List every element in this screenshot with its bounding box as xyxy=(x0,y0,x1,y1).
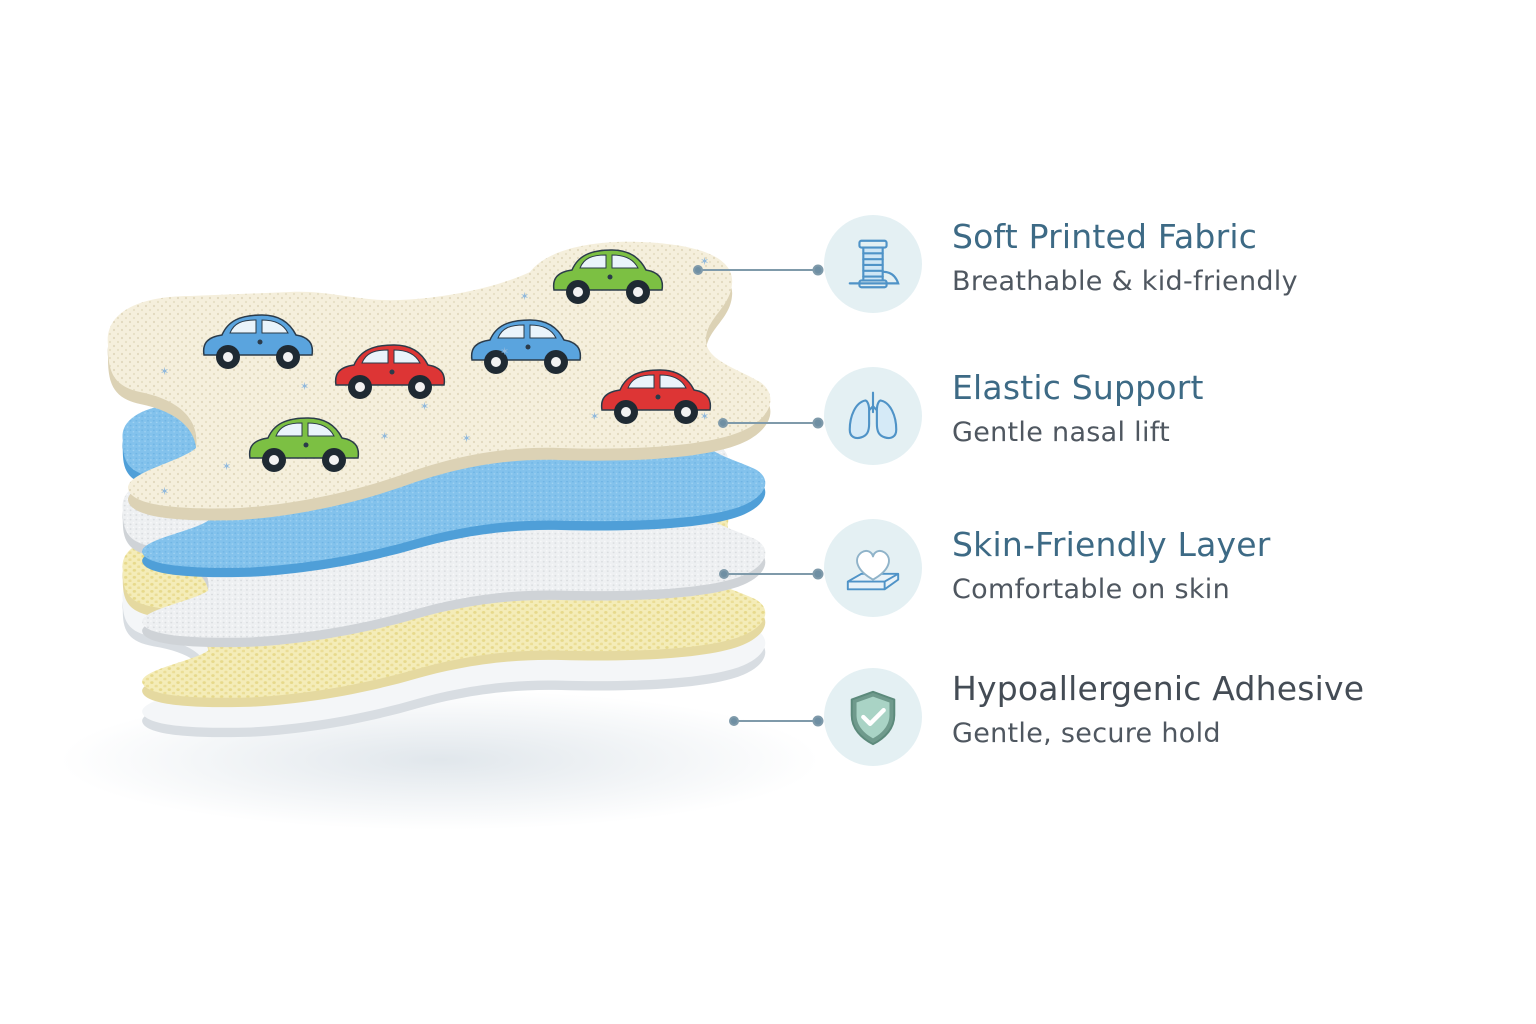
fabric-star-9: ✶ xyxy=(380,430,389,443)
feature-title-fabric: Soft Printed Fabric xyxy=(952,217,1258,256)
feature-icon-fabric xyxy=(824,215,922,313)
feature-adhesive: Hypoallergenic Adhesive Gentle, secure h… xyxy=(952,669,1512,751)
car-blue-1 xyxy=(202,314,314,369)
car-green-4 xyxy=(248,417,360,472)
connector-lines xyxy=(693,264,824,727)
layer-stack: ✶ ✶ ✶ ✶ ✶ ✶ ✶ ✶ ✶ ✶ ✶ ✶ xyxy=(107,241,771,738)
connector-dot-adhesive-end xyxy=(812,715,824,727)
connector-dot-skin-end xyxy=(812,568,824,580)
fabric-star-8: ✶ xyxy=(222,460,231,473)
fabric-star-2: ✶ xyxy=(300,380,309,393)
heart-cushion-icon xyxy=(846,549,900,591)
feature-subtitle-fabric: Breathable & kid-friendly xyxy=(952,266,1298,297)
fabric-star-10: ✶ xyxy=(590,410,599,423)
connector-dot-elastic-end xyxy=(812,417,824,429)
connector-dot-fabric-end xyxy=(812,264,824,276)
feature-subtitle-skin: Comfortable on skin xyxy=(952,574,1230,605)
fabric-star-3: ✶ xyxy=(420,400,429,413)
connector-dot-fabric-start xyxy=(693,265,703,275)
thread-spool-icon xyxy=(848,239,900,289)
feature-title-elastic: Elastic Support xyxy=(952,368,1204,407)
fabric-star-11: ✶ xyxy=(160,485,169,498)
feature-skin: Skin-Friendly Layer Comfortable on skin xyxy=(952,525,1512,607)
car-red-2 xyxy=(334,344,446,399)
shield-check-icon xyxy=(850,690,896,746)
car-green-5 xyxy=(552,249,664,304)
feature-icon-elastic xyxy=(824,367,922,465)
feature-icon-skin xyxy=(824,519,922,617)
fabric-star-7: ✶ xyxy=(462,432,471,445)
feature-subtitle-adhesive: Gentle, secure hold xyxy=(952,718,1221,749)
feature-icon-adhesive xyxy=(824,668,922,766)
car-blue-3 xyxy=(470,319,582,374)
fabric-star-1: ✶ xyxy=(160,365,169,378)
fabric-star-4: ✶ xyxy=(520,290,529,303)
car-red-6 xyxy=(600,369,712,424)
fabric-star-12: ✶ xyxy=(700,410,709,423)
connector-dot-skin-start xyxy=(719,569,729,579)
feature-title-adhesive: Hypoallergenic Adhesive xyxy=(952,669,1365,708)
layer-fabric: ✶ ✶ ✶ ✶ ✶ ✶ ✶ ✶ ✶ ✶ ✶ ✶ xyxy=(107,241,771,521)
feature-subtitle-elastic: Gentle nasal lift xyxy=(952,417,1171,448)
feature-elastic: Elastic Support Gentle nasal lift xyxy=(952,368,1512,450)
connector-dot-elastic-start xyxy=(718,418,728,428)
fabric-star-6: ✶ xyxy=(700,255,709,268)
lungs-icon xyxy=(848,391,898,440)
connector-dot-adhesive-start xyxy=(729,716,739,726)
feature-title-skin: Skin-Friendly Layer xyxy=(952,525,1271,564)
fabric-star-5: ✶ xyxy=(500,345,509,358)
feature-fabric: Soft Printed Fabric Breathable & kid-fri… xyxy=(952,217,1512,299)
